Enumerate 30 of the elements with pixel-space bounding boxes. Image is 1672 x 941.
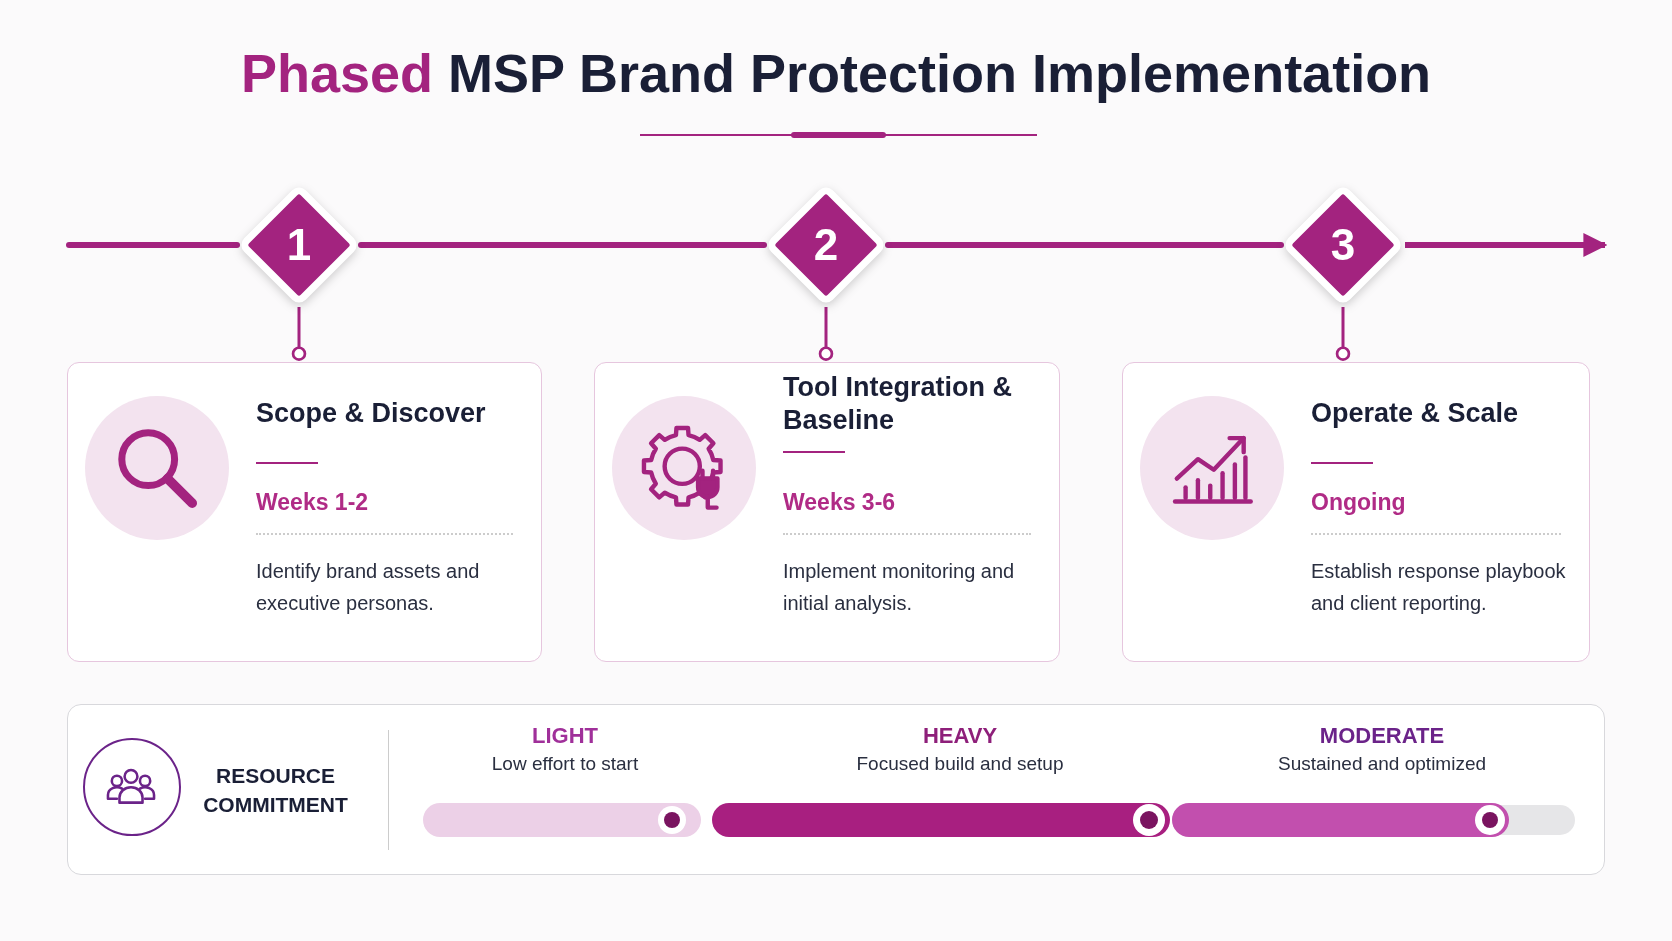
effort-level: HEAVY — [921, 723, 999, 749]
phase-description: Identify brand assets and executive personas. — [256, 559, 481, 616]
timeline-line — [358, 242, 767, 248]
phase-description: Establish response playbook and client reporting. — [1311, 559, 1567, 616]
effort-level: MODERATE — [1318, 723, 1446, 749]
timeline-line — [885, 242, 1284, 248]
step-number: 2 — [812, 220, 840, 270]
connector-line — [1335, 307, 1351, 361]
phase-description: Implement monitoring and initial analysis. — [783, 559, 1016, 616]
phase-card — [1122, 362, 1590, 662]
resource-heading: RESOURCE COMMITMENT — [202, 763, 349, 818]
title: Phased MSP Brand Protection Implementation — [239, 42, 1433, 104]
effort-description: Focused build and setup — [855, 753, 1065, 775]
phase-card — [594, 362, 1060, 662]
phase-duration: Ongoing — [1311, 489, 1406, 516]
connector-line — [291, 307, 307, 361]
phase-title: Scope & Discover — [256, 397, 487, 430]
phase-title: Tool Integration & Baseline — [783, 371, 1013, 437]
effort-description: Low effort to start — [490, 753, 640, 775]
effort-description: Sustained and optimized — [1276, 753, 1488, 775]
connector-line — [818, 307, 834, 361]
effort-level: LIGHT — [531, 723, 599, 749]
phase-duration: Weeks 3-6 — [783, 489, 896, 516]
timeline-arrow — [1405, 233, 1608, 257]
step-number: 3 — [1329, 220, 1357, 270]
step-number: 1 — [285, 220, 313, 270]
phase-duration: Weeks 1-2 — [256, 489, 369, 516]
phase-title: Operate & Scale — [1311, 397, 1520, 430]
timeline-line — [66, 242, 240, 248]
phase-card — [67, 362, 542, 662]
